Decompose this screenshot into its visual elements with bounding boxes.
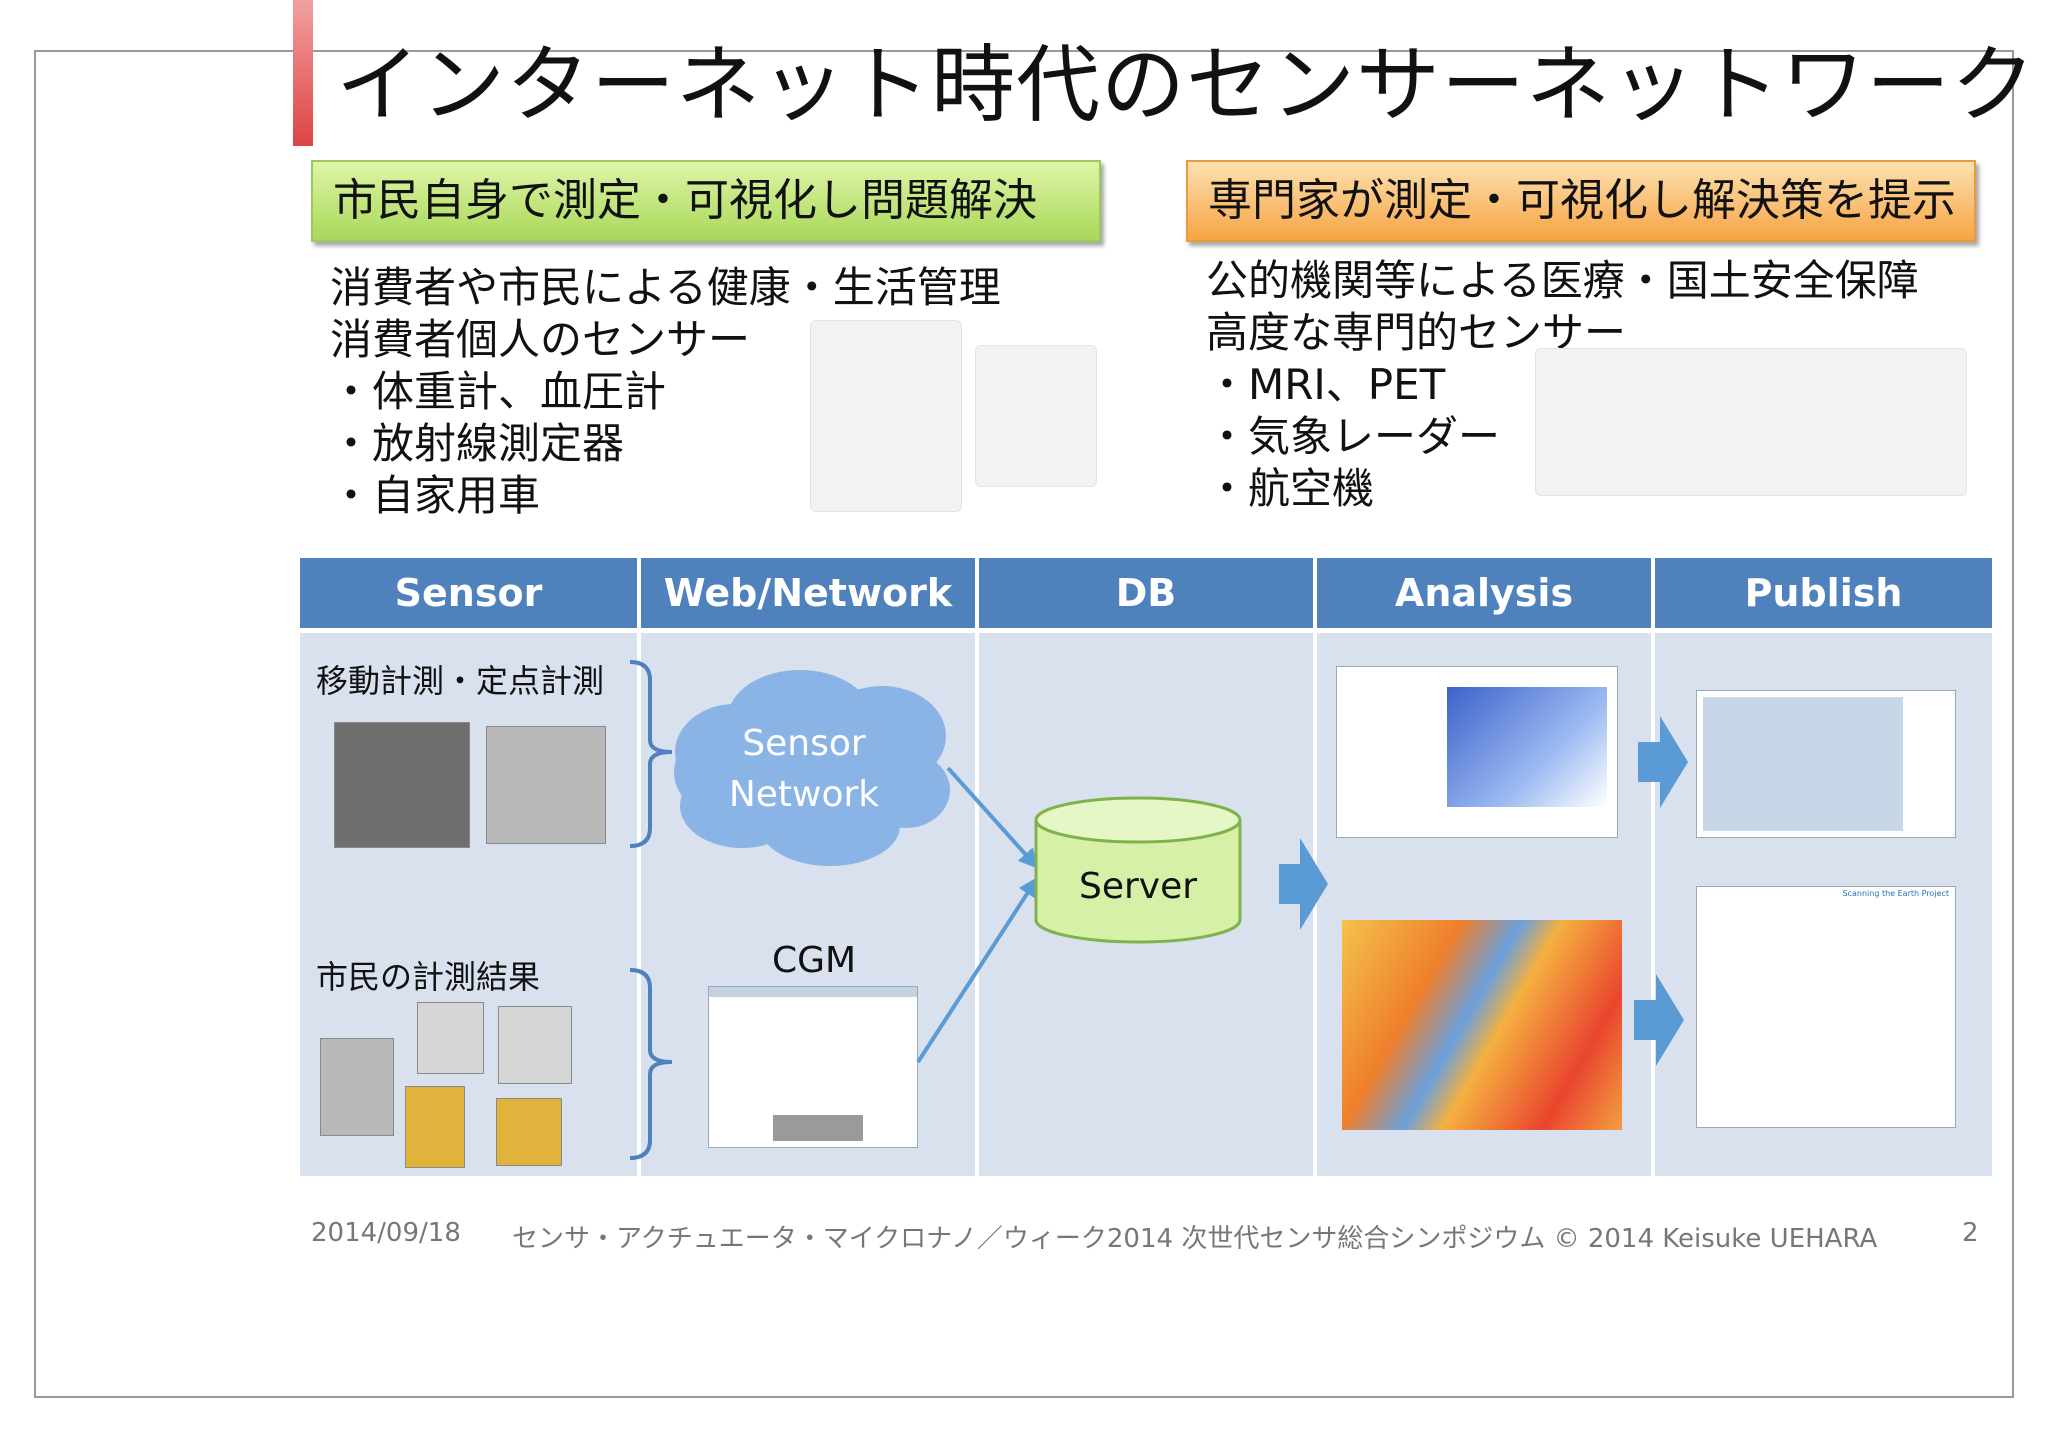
footer-event: センサ・アクチュエータ・マイクロナノ／ウィーク2014 次世代センサ総合シンポジ… [512,1224,1878,1254]
citizen-measurement-label: 市民の計測結果 [316,958,541,996]
footer-date: 2014/09/18 [311,1218,461,1248]
left-text-block: 消費者や市民による健康・生活管理 消費者個人のセンサー ・体重計、血圧計 ・放射… [330,262,1001,522]
cloud-label-line2: Network [729,774,879,815]
header-web-network: Web/Network [641,558,975,628]
map-thumbnail [773,1115,863,1141]
blood-pressure-illustration [975,345,1097,487]
left-line: 消費者や市民による健康・生活管理 [330,263,1001,312]
map-thumbnail [1703,697,1903,831]
medical-scanner-illustration [1535,348,1967,496]
header-sensor: Sensor [300,558,637,628]
arrow-db-to-analysis [1279,838,1328,930]
cloud-label-line1: Sensor [742,723,866,764]
brace-bottom [629,968,673,1160]
walking-people-illustration [810,320,962,512]
title-accent-bar [293,0,313,146]
left-banner: 市民自身で測定・可視化し問題解決 [311,160,1101,242]
sensor-network-cloud [674,670,950,866]
column-divider [637,558,641,1176]
fixed-sensor-box-photo [486,726,606,844]
car-sensor-photo [334,722,470,848]
left-line: ・自家用車 [330,471,541,520]
right-text-block: 公的機関等による医療・国土安全保障 高度な専門的センサー ・MRI、PET ・気… [1206,255,1919,515]
right-banner: 専門家が測定・可視化し解決策を提示 [1186,160,1976,242]
arrow-cgm-to-server [916,876,1039,1064]
heatmap-visualization [1342,920,1622,1130]
left-line: ・体重計、血圧計 [330,367,667,416]
left-line: 消費者個人のセンサー [330,315,751,364]
chart-thumbnail [1447,687,1607,807]
footer-page-number: 2 [1962,1218,1979,1248]
right-line: ・航空機 [1206,464,1375,513]
cgm-label: CGM [772,940,856,981]
cgm-form-screenshot [708,986,918,1148]
slide-title: インターネット時代のセンサーネットワーク [336,36,2037,134]
header-analysis: Analysis [1317,558,1651,628]
server-database-cylinder [1034,796,1242,944]
slide-frame [34,50,2014,1398]
arrow-analysis-to-website [1634,974,1684,1066]
arrow-cloud-to-server [946,766,1039,869]
arrow-analysis-to-map [1638,716,1688,808]
brace-top [629,660,673,848]
dosimeter-photo [320,1038,394,1136]
project-site-title: Scanning the Earth Project [1842,889,1949,898]
project-website-screenshot: Scanning the Earth Project [1696,886,1956,1128]
dosimeter-photo [496,1098,562,1166]
right-line: 公的機関等による医療・国土安全保障 [1206,256,1919,305]
header-publish: Publish [1655,558,1992,628]
window-titlebar [709,987,917,997]
header-separator [300,628,1992,633]
column-divider [1651,558,1655,1176]
map-web-screenshot [1696,690,1956,838]
server-label: Server [1079,866,1197,907]
column-divider [975,558,979,1176]
right-line: ・MRI、PET [1206,360,1446,409]
dosimeter-photo [417,1002,484,1074]
header-db: DB [979,558,1313,628]
dosimeter-photo [498,1006,572,1084]
left-line: ・放射線測定器 [330,419,625,468]
right-line: ・気象レーダー [1206,412,1501,461]
dosimeter-photo [405,1086,465,1168]
sensor-mobile-fixed-label: 移動計測・定点計測 [316,662,605,700]
analysis-software-screenshot [1336,666,1618,838]
